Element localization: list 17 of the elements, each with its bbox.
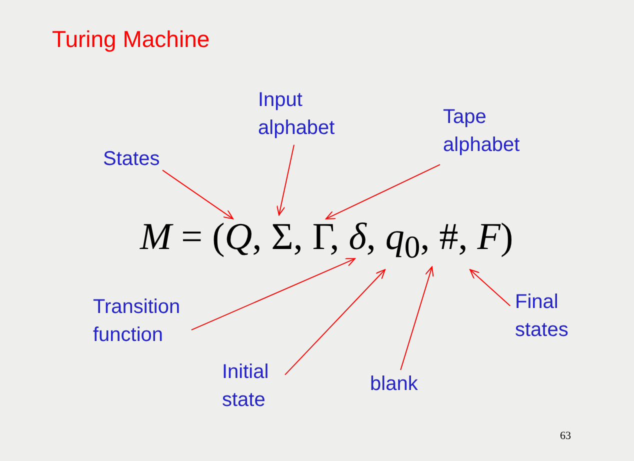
annotation-label: blank [370,370,418,398]
annotation-label: Transition function [93,293,213,349]
annotation-label: Final states [515,288,595,344]
leader-line [276,144,294,216]
annotation-label: Initial state [222,358,292,414]
leader-line [162,170,234,220]
annotation-label: Input alphabet [258,86,358,142]
annotation-label: States [103,145,160,173]
leader-line [326,164,440,220]
annotation-label: Tape alphabet [443,103,543,159]
leader-line [284,269,386,376]
leader-line [400,266,434,370]
formula: M = (Q, Σ, Γ, δ, q$_{0}$, #, F) [140,215,514,270]
slide-title: Turing Machine [52,26,210,53]
leader-line [190,258,356,330]
leader-line [470,269,511,306]
page-number: 63 [560,430,571,442]
